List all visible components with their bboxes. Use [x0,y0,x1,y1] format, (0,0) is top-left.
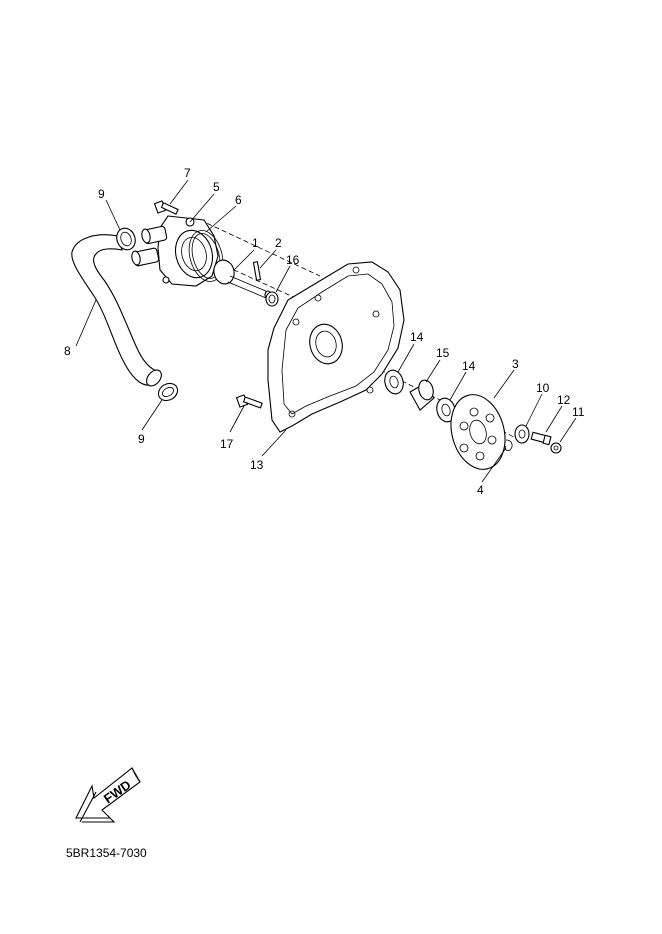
diagram-reference-code: 5BR1354-7030 [66,846,147,860]
callout-7: 7 [184,166,191,180]
callout-16: 16 [286,253,300,267]
water-pump-cover [131,215,219,287]
fwd-arrow-icon: FWD [75,767,141,823]
callout-14-outer: 14 [462,359,476,373]
callout-12: 12 [557,393,571,407]
hose-clamp-lower [157,382,179,402]
hose-clamp-upper [116,227,136,251]
callout-8: 8 [64,344,71,358]
oil-seal [265,291,279,307]
impeller-shaft [213,259,272,300]
leader-lines [75,179,577,483]
callout-13: 13 [250,458,264,472]
callout-17: 17 [220,437,234,451]
callout-1: 1 [252,236,259,250]
callout-14-inner: 14 [410,330,424,344]
coolant-hose [71,234,162,387]
bolt-housing [153,200,179,215]
circlip [504,439,513,451]
callouts: 7 5 6 9 1 2 16 8 9 17 13 14 15 14 3 4 10… [64,166,585,497]
o-ring [188,230,224,282]
drive-gear [450,394,506,470]
bolt-cover [235,394,263,409]
callout-9-lower: 9 [138,432,145,446]
washer [514,424,530,444]
callout-5: 5 [213,180,220,194]
bearing-inner [384,369,404,395]
collar [409,379,435,411]
callout-3: 3 [512,357,519,371]
nut [550,442,562,454]
pump-housing-cover [267,261,405,433]
screw [530,431,552,446]
callout-6: 6 [235,193,242,207]
callout-4: 4 [477,483,484,497]
callout-11: 11 [572,405,585,419]
callout-2: 2 [275,236,282,250]
dowel-pin [252,261,262,281]
callout-9-upper: 9 [98,187,105,201]
callout-10: 10 [536,381,550,395]
callout-15: 15 [436,346,450,360]
